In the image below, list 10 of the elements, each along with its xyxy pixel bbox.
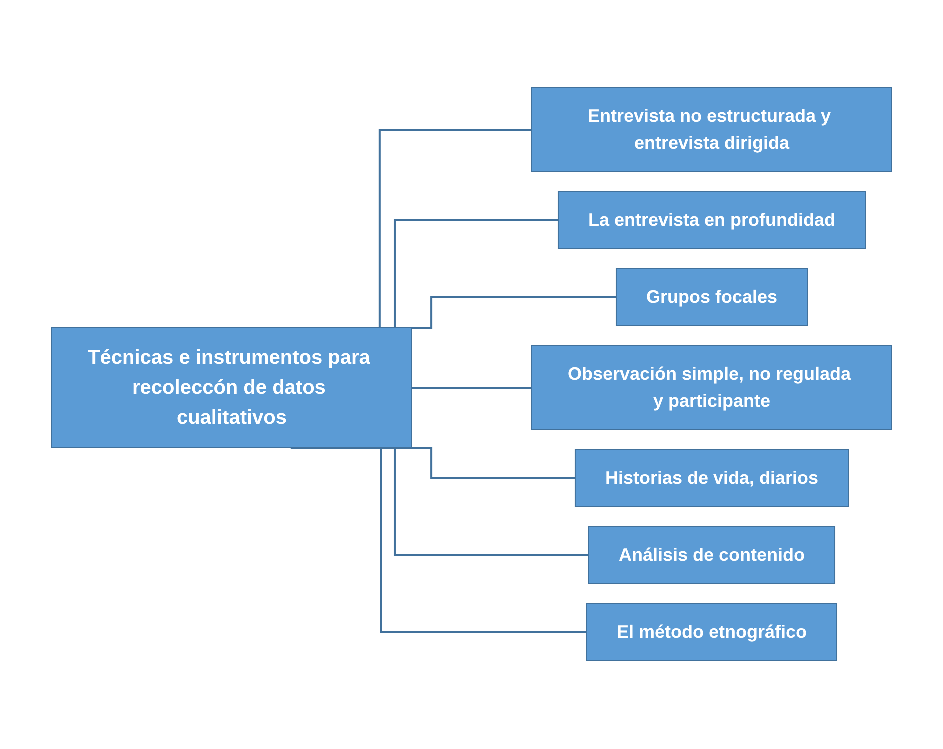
node-box: Análisis de contenido <box>588 526 836 584</box>
node-box: Técnicas e instrumentos para recoleccón de datos cualitativos <box>51 328 412 448</box>
node-box: El método etnográfico <box>586 604 837 662</box>
node-box: Entrevista no estructurada y entrevista dirigida <box>531 88 892 172</box>
node-box: La entrevista en profundidad <box>557 192 866 250</box>
node-box: Grupos focales <box>615 268 808 326</box>
connector <box>287 129 532 329</box>
connector <box>412 387 532 389</box>
node-box: Historias de vida, diarios <box>574 450 849 508</box>
node-box: Observación simple, no regulada y participante <box>531 346 892 430</box>
